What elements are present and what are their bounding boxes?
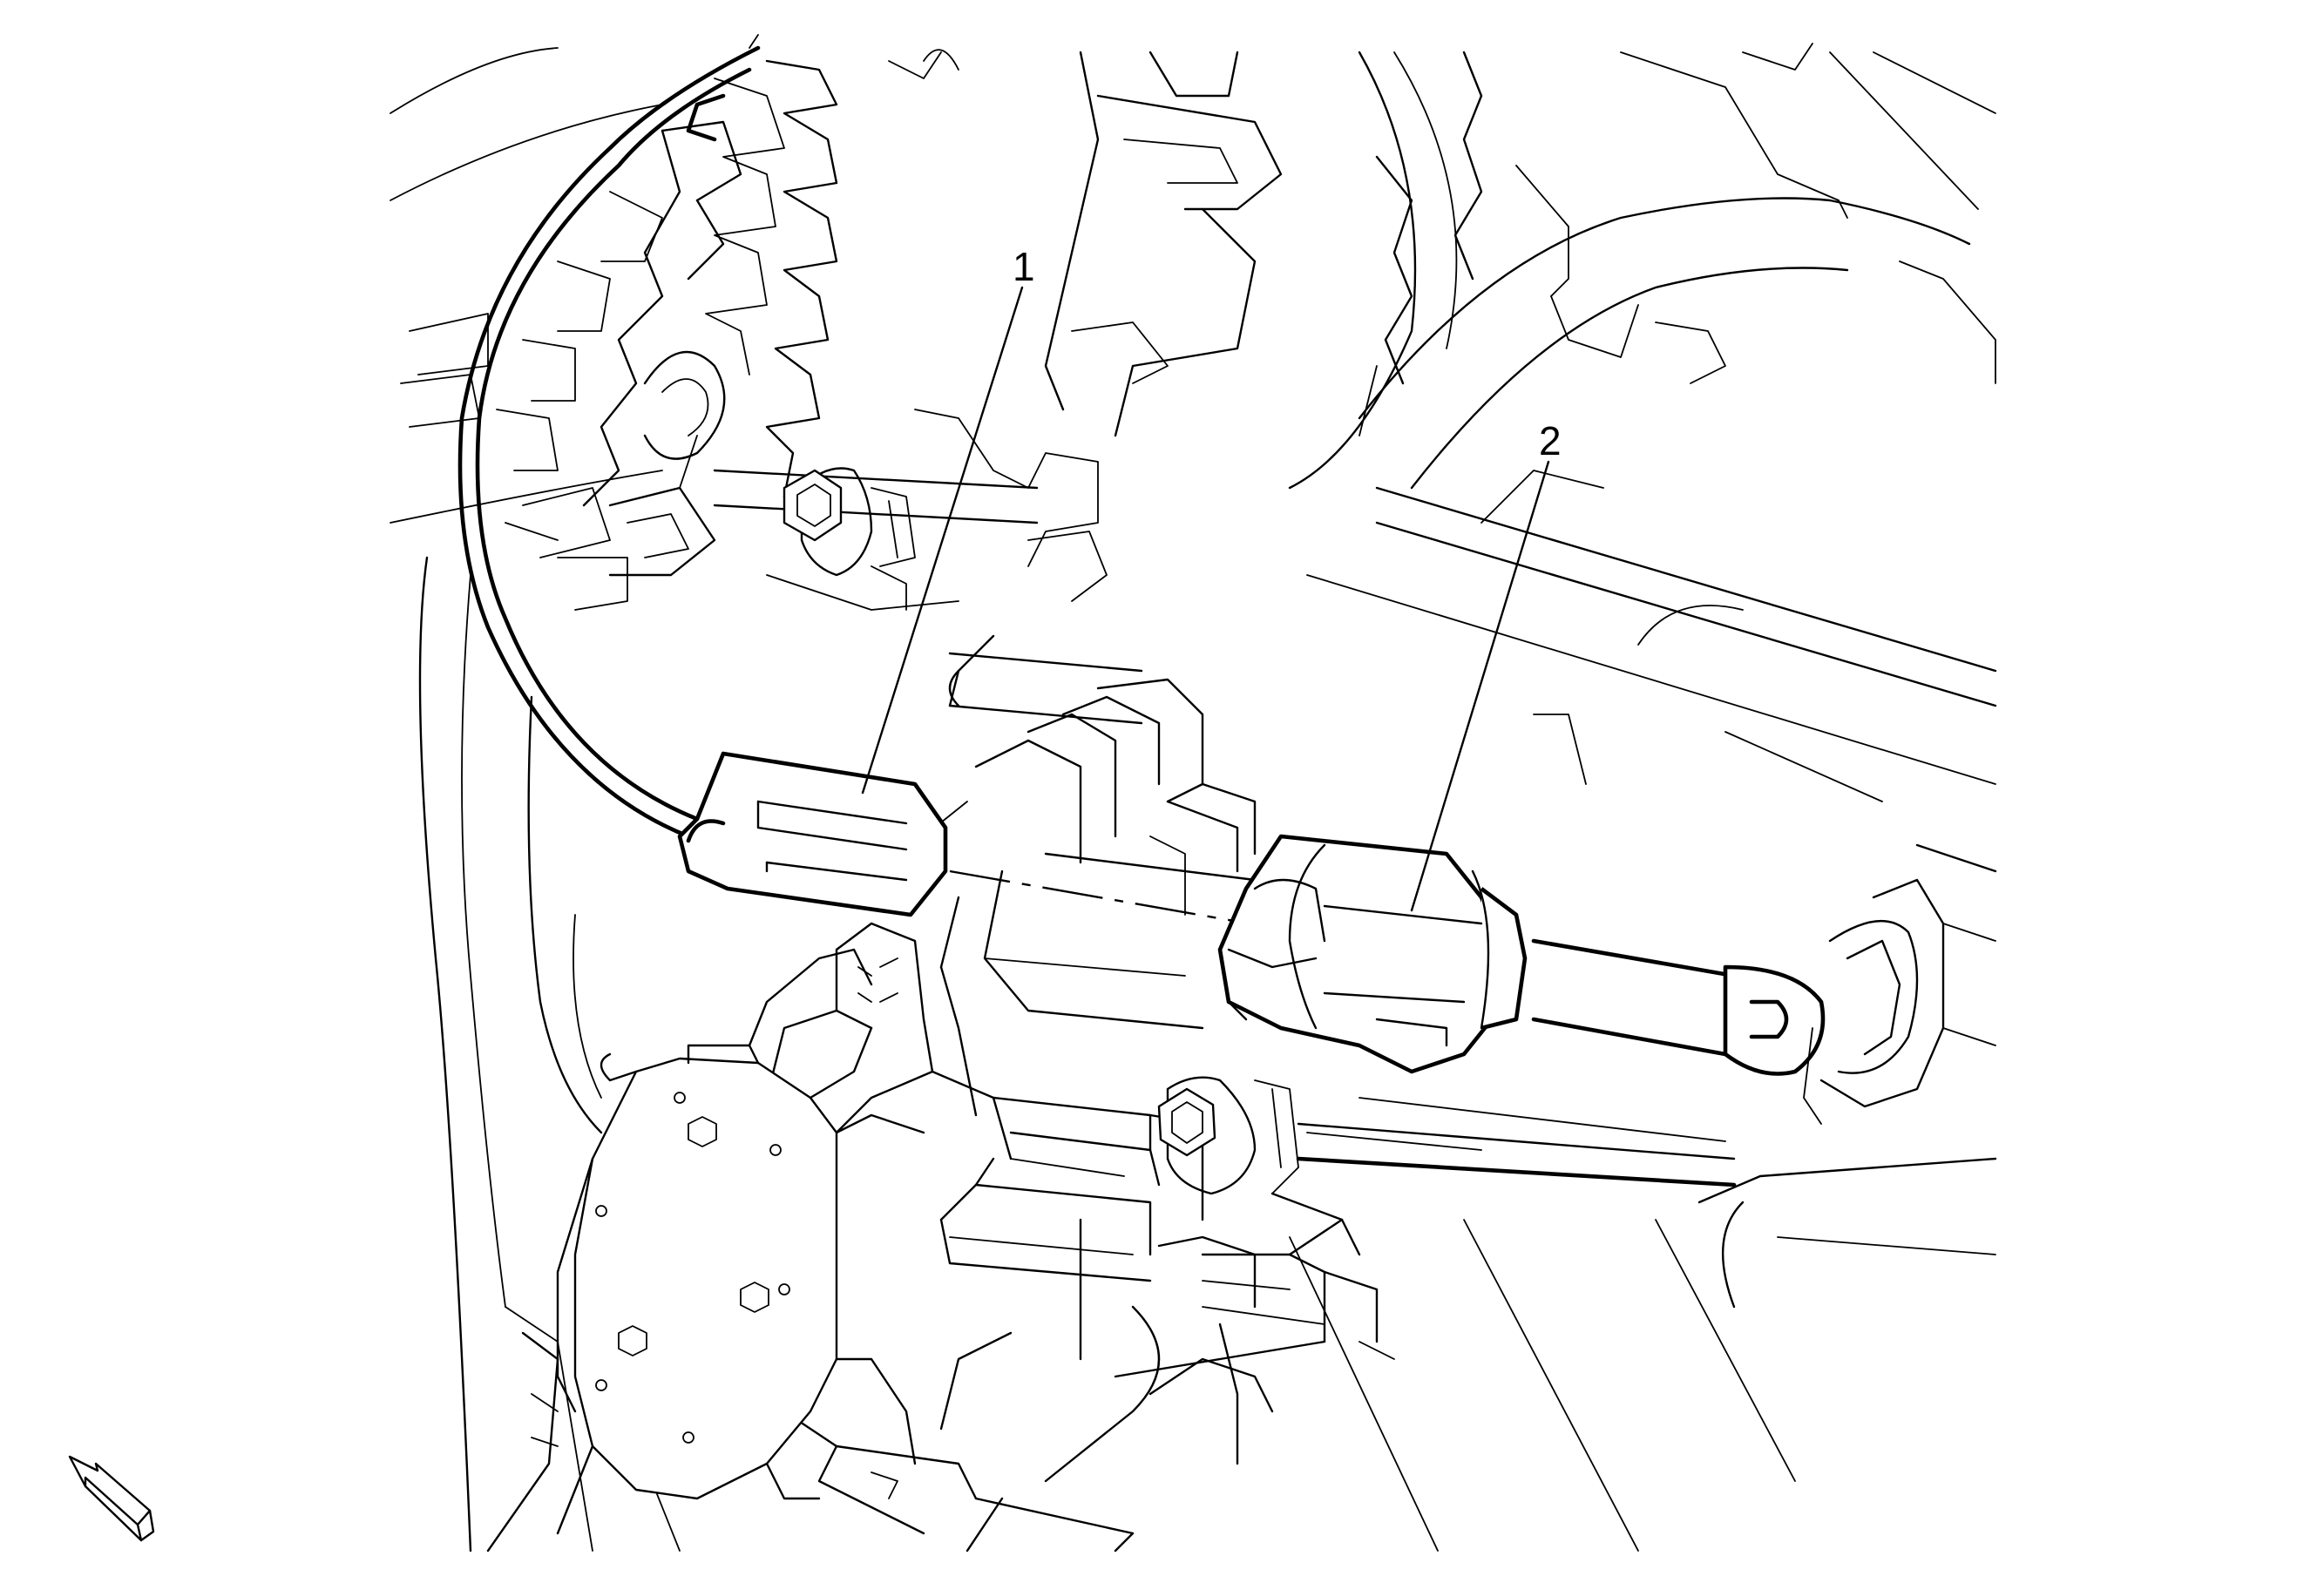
lower-nut xyxy=(1157,1076,1737,1221)
actuator-motor xyxy=(486,948,925,1553)
callout-2: 2 xyxy=(1539,418,1562,463)
background-structure xyxy=(390,43,1997,1553)
connector-half-1 xyxy=(677,751,948,917)
leader-line-1 xyxy=(861,286,1024,795)
view-direction-arrow-icon xyxy=(68,1455,155,1542)
upper-nut xyxy=(783,467,916,611)
wiring-harness xyxy=(457,34,761,839)
left-gear-assembly xyxy=(400,120,1039,611)
terminal-end xyxy=(1531,878,1996,1125)
leader-lines xyxy=(861,286,1550,912)
callout-1: 1 xyxy=(1013,244,1035,289)
leader-line-2 xyxy=(1410,460,1550,912)
connector-half-2 xyxy=(1217,834,1528,1074)
